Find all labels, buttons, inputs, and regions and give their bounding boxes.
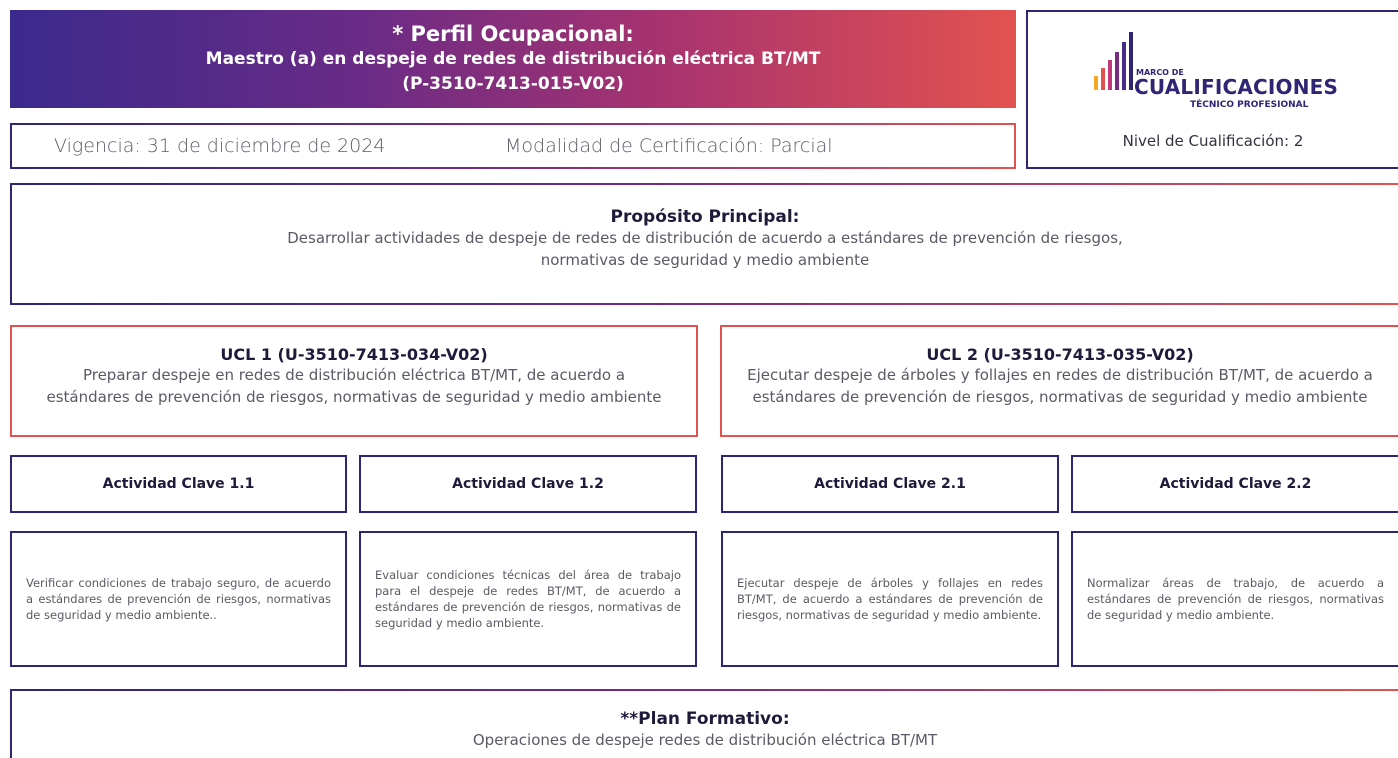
- qualification-level: Nivel de Cualificación: 2: [1122, 132, 1304, 150]
- main-purpose-line2: normativas de seguridad y medio ambiente: [540, 251, 870, 269]
- key-activity-1-2-desc: Evaluar condiciones técnicas del área de…: [359, 531, 697, 667]
- key-activity-2-1-desc: Ejecutar despeje de árboles y follajes e…: [721, 531, 1059, 667]
- ucl1-title: UCL 1 (U-3510-7413-034-V02): [220, 345, 488, 364]
- main-purpose-box: Propósito Principal: Desarrollar activid…: [10, 183, 1398, 305]
- profile-header-banner: * Perfil Ocupacional: Maestro (a) en des…: [10, 10, 1016, 108]
- key-activity-2-1-title: Actividad Clave 2.1: [721, 455, 1059, 513]
- logo-main-text: CUALIFICACIONES: [1134, 75, 1339, 99]
- ucl1-box: UCL 1 (U-3510-7413-034-V02) Preparar des…: [10, 325, 698, 437]
- main-purpose-line1: Desarrollar actividades de despeje de re…: [287, 229, 1123, 247]
- ucl2-box: UCL 2 (U-3510-7413-035-V02) Ejecutar des…: [720, 325, 1398, 437]
- validity-bar: Vigencia: 31 de diciembre de 2024 Modali…: [10, 123, 1016, 169]
- ucl2-title: UCL 2 (U-3510-7413-035-V02): [926, 345, 1194, 364]
- key-activity-1-1-desc: Verificar condiciones de trabajo seguro,…: [10, 531, 347, 667]
- training-plan-text: Operaciones de despeje redes de distribu…: [472, 731, 938, 749]
- logo-box: MARCO DE CUALIFICACIONES TÉCNICO PROFESI…: [1026, 10, 1398, 169]
- profile-title: Maestro (a) en despeje de redes de distr…: [205, 49, 821, 69]
- key-activity-2-2-desc: Normalizar áreas de trabajo, de acuerdo …: [1071, 531, 1398, 667]
- profile-code: (P-3510-7413-015-V02): [402, 74, 624, 94]
- ucl2-line2: estándares de prevención de riesgos, nor…: [752, 388, 1368, 406]
- main-purpose-title: Propósito Principal:: [610, 207, 800, 227]
- logo-sub-text: TÉCNICO PROFESIONAL: [1190, 100, 1309, 110]
- ucl1-line2: estándares de prevención de riesgos, nor…: [46, 388, 662, 406]
- marco-cualificaciones-logo-icon: [1094, 32, 1133, 90]
- logo-small-text: MARCO DE: [1136, 68, 1184, 77]
- certification-mode-text: Modalidad de Certificación: Parcial: [505, 135, 833, 157]
- key-activity-1-2-title: Actividad Clave 1.2: [359, 455, 697, 513]
- key-activity-2-2-title: Actividad Clave 2.2: [1071, 455, 1398, 513]
- key-activity-1-1-title: Actividad Clave 1.1: [10, 455, 347, 513]
- ucl2-line1: Ejecutar despeje de árboles y follajes e…: [747, 366, 1373, 384]
- training-plan-box: **Plan Formativo: Operaciones de despeje…: [10, 689, 1398, 758]
- validity-text: Vigencia: 31 de diciembre de 2024: [54, 135, 386, 157]
- profile-label: * Perfil Ocupacional:: [392, 22, 634, 46]
- training-plan-title: **Plan Formativo:: [620, 709, 790, 729]
- ucl1-line1: Preparar despeje en redes de distribució…: [82, 366, 626, 384]
